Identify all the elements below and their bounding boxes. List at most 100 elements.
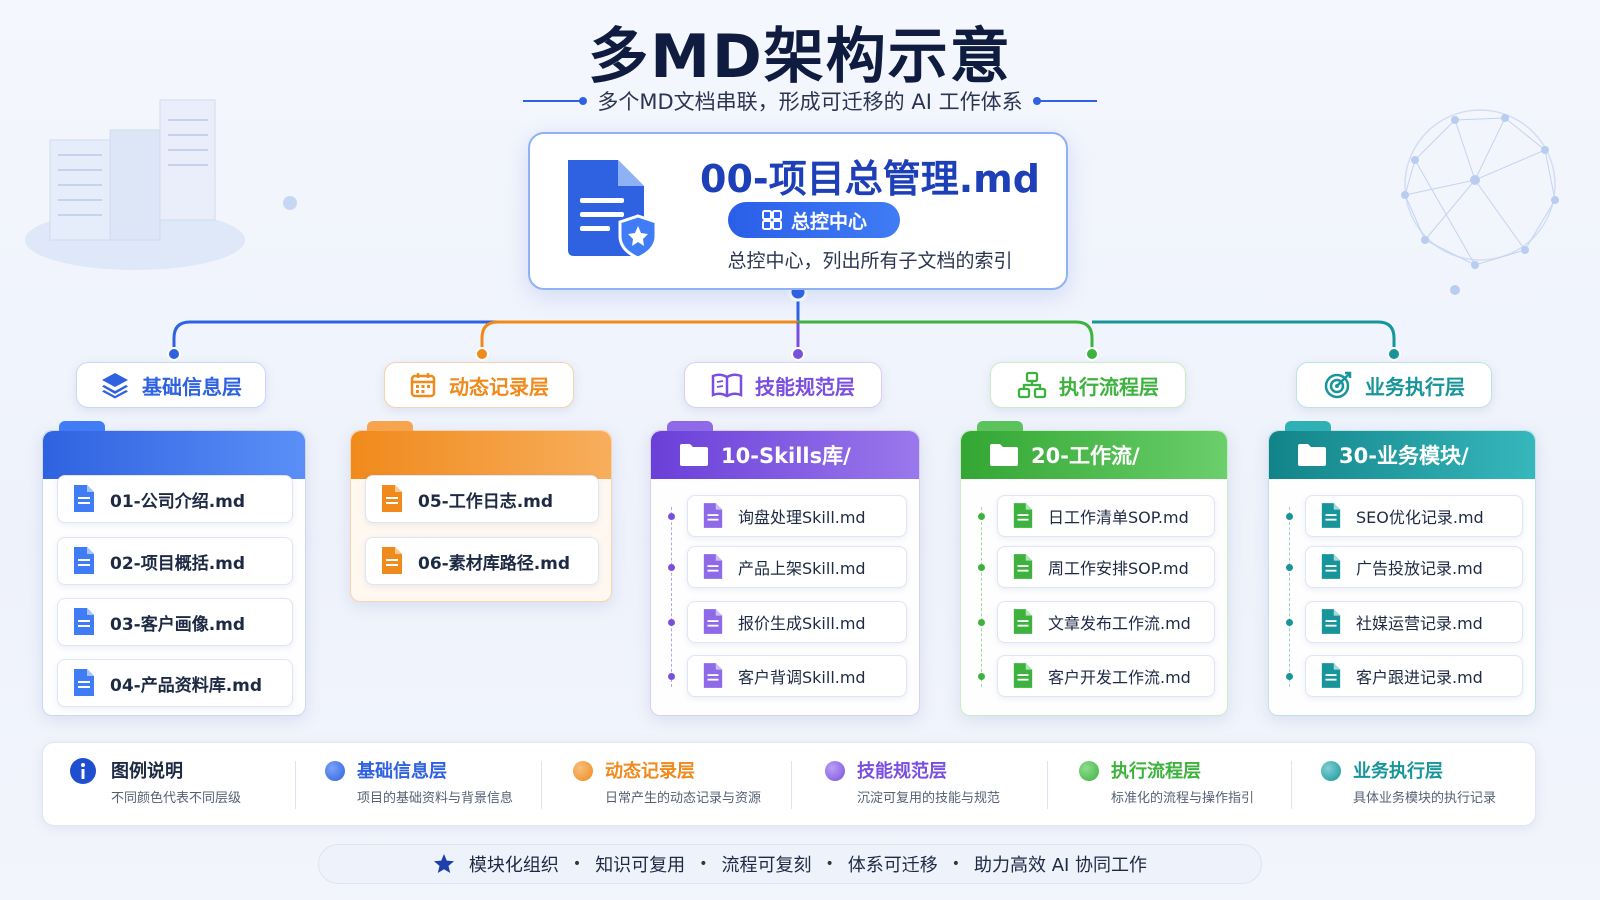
folder-icon bbox=[990, 444, 1018, 466]
file-name: 02-项目概括.md bbox=[110, 553, 246, 574]
folder-name: 20-工作流/ bbox=[1031, 444, 1140, 468]
layer-pill-workflow[interactable]: 执行流程层 bbox=[990, 362, 1186, 408]
tree-dot bbox=[1286, 619, 1293, 626]
folder-workflow: 20-工作流/ 日工作清单SOP.md 周工作安排SOP.md 文章发布工作流.… bbox=[960, 421, 1228, 716]
tree-line bbox=[671, 507, 672, 687]
footer-item: 助力高效 AI 协同工作 bbox=[973, 855, 1148, 876]
folder-icon bbox=[680, 444, 708, 466]
connector-node-5 bbox=[1387, 347, 1401, 361]
subtitle-row: 多个MD文档串联，形成可迁移的 AI 工作体系 bbox=[490, 86, 1130, 116]
legend-separator bbox=[1291, 761, 1292, 809]
tree-line bbox=[1289, 507, 1290, 687]
document-icon bbox=[74, 547, 94, 574]
file-item[interactable]: 04-产品资料库.md bbox=[57, 659, 293, 707]
file-item[interactable]: 报价生成Skill.md bbox=[687, 601, 907, 643]
file-item[interactable]: 产品上架Skill.md bbox=[687, 546, 907, 588]
file-item[interactable]: 广告投放记录.md bbox=[1305, 546, 1523, 588]
legend-item-desc: 具体业务模块的执行记录 bbox=[1353, 791, 1497, 806]
footer-item: 流程可复刻 bbox=[721, 855, 812, 876]
file-item[interactable]: 周工作安排SOP.md bbox=[997, 546, 1215, 588]
root-file-name: 00-项目总管理.md bbox=[700, 157, 1040, 201]
legend-item-name: 业务执行层 bbox=[1353, 761, 1443, 782]
file-item[interactable]: 客户开发工作流.md bbox=[997, 655, 1215, 697]
tree-dot bbox=[1286, 513, 1293, 520]
file-item[interactable]: 客户跟进记录.md bbox=[1305, 655, 1523, 697]
file-item[interactable]: SEO优化记录.md bbox=[1305, 495, 1523, 537]
file-item[interactable]: 05-工作日志.md bbox=[365, 475, 599, 523]
file-name: 周工作安排SOP.md bbox=[1048, 559, 1189, 578]
file-item[interactable]: 06-素材库路径.md bbox=[365, 537, 599, 585]
file-item[interactable]: 社媒运营记录.md bbox=[1305, 601, 1523, 643]
file-name: 04-产品资料库.md bbox=[110, 675, 263, 696]
file-name: 社媒运营记录.md bbox=[1356, 614, 1483, 633]
legend-title: 图例说明 bbox=[111, 761, 183, 782]
footer-separator: • bbox=[572, 856, 582, 872]
legend-item-name: 动态记录层 bbox=[605, 761, 695, 782]
document-icon bbox=[382, 547, 402, 574]
layers-icon bbox=[102, 373, 128, 399]
connector-node-3 bbox=[791, 347, 805, 361]
flowchart-icon bbox=[1017, 371, 1047, 399]
target-icon bbox=[1324, 371, 1352, 399]
file-name: 03-客户画像.md bbox=[110, 614, 246, 635]
legend-separator bbox=[1047, 761, 1048, 809]
file-item[interactable]: 日工作清单SOP.md bbox=[997, 495, 1215, 537]
tree-dot bbox=[1286, 564, 1293, 571]
legend-desc: 不同颜色代表不同层级 bbox=[111, 791, 242, 806]
tree-dot bbox=[668, 513, 675, 520]
file-name: 产品上架Skill.md bbox=[738, 559, 866, 578]
file-item[interactable]: 01-公司介绍.md bbox=[57, 475, 293, 523]
legend-color-dot bbox=[1321, 761, 1341, 781]
legend-color-dot bbox=[825, 761, 845, 781]
legend-separator bbox=[541, 761, 542, 809]
folder-business: 30-业务模块/ SEO优化记录.md 广告投放记录.md 社媒运营记录.md … bbox=[1268, 421, 1536, 716]
folder-dynamic: 05-工作日志.md 06-素材库路径.md bbox=[350, 421, 612, 602]
network-globe-illustration bbox=[1401, 109, 1559, 295]
connector-node-4 bbox=[1085, 347, 1099, 361]
document-icon bbox=[703, 503, 723, 528]
connector-to-layer-5 bbox=[1092, 320, 1396, 356]
connector-to-layer-1 bbox=[172, 320, 798, 356]
folder-header: 20-工作流/ bbox=[961, 431, 1227, 479]
layer-pill-label: 动态记录层 bbox=[449, 374, 549, 399]
footer-bar: 模块化组织 • 知识可复用 • 流程可复刻 • 体系可迁移 • 助力高效 AI … bbox=[318, 844, 1262, 884]
root-card[interactable]: 00-项目总管理.md 总控中心 总控中心，列出所有子文档的索引 bbox=[528, 132, 1068, 290]
deco-dot bbox=[283, 196, 297, 210]
layer-pill-label: 技能规范层 bbox=[755, 374, 855, 399]
document-shield-icon bbox=[568, 160, 658, 260]
tree-dot bbox=[668, 619, 675, 626]
layer-pill-basic[interactable]: 基础信息层 bbox=[76, 362, 266, 408]
folder-header bbox=[43, 431, 305, 479]
tree-dot bbox=[978, 513, 985, 520]
file-name: SEO优化记录.md bbox=[1356, 508, 1484, 527]
folder-header: 30-业务模块/ bbox=[1269, 431, 1535, 479]
file-item[interactable]: 文章发布工作流.md bbox=[997, 601, 1215, 643]
book-icon bbox=[711, 373, 743, 398]
root-badge: 总控中心 bbox=[728, 202, 900, 238]
file-item[interactable]: 客户背调Skill.md bbox=[687, 655, 907, 697]
folder-icon bbox=[1298, 444, 1326, 466]
layer-pill-skills[interactable]: 技能规范层 bbox=[684, 362, 882, 408]
file-name: 06-素材库路径.md bbox=[418, 553, 571, 574]
page-title: 多MD架构示意 bbox=[588, 22, 1012, 92]
file-item[interactable]: 03-客户画像.md bbox=[57, 598, 293, 646]
footer-item: 模块化组织 bbox=[468, 855, 559, 876]
document-icon bbox=[703, 663, 723, 688]
file-name: 日工作清单SOP.md bbox=[1048, 508, 1189, 527]
folder-name: 30-业务模块/ bbox=[1339, 444, 1469, 468]
file-item[interactable]: 询盘处理Skill.md bbox=[687, 495, 907, 537]
file-name: 报价生成Skill.md bbox=[738, 614, 866, 633]
document-icon bbox=[1321, 663, 1341, 688]
legend-color-dot bbox=[1079, 761, 1099, 781]
legend-item-desc: 日常产生的动态记录与资源 bbox=[605, 791, 762, 806]
connector-node-1 bbox=[167, 347, 181, 361]
file-item[interactable]: 02-项目概括.md bbox=[57, 537, 293, 585]
star-icon bbox=[433, 854, 454, 873]
layer-pill-label: 业务执行层 bbox=[1365, 374, 1465, 399]
legend-separator bbox=[791, 761, 792, 809]
legend-color-dot bbox=[325, 761, 345, 781]
layer-pill-dynamic[interactable]: 动态记录层 bbox=[384, 362, 574, 408]
layer-pill-business[interactable]: 业务执行层 bbox=[1296, 362, 1492, 408]
document-icon bbox=[1321, 503, 1341, 528]
footer-separator: • bbox=[951, 856, 960, 872]
